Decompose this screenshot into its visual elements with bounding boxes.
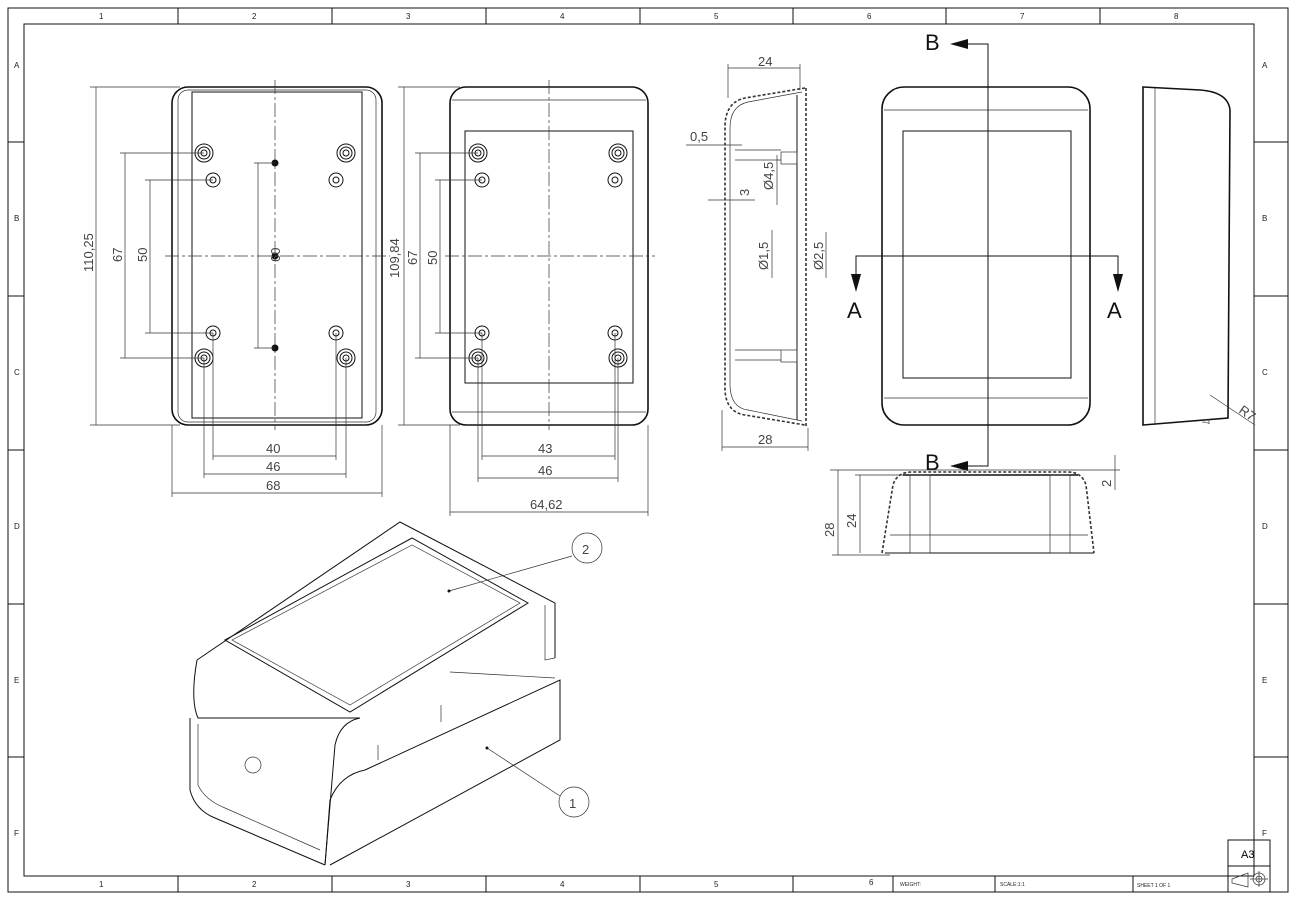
dim-height: 109,84 <box>387 238 402 278</box>
dim-67: 67 <box>110 248 125 262</box>
zone-column-label: 1 <box>99 880 104 889</box>
balloon-1: 1 <box>569 796 576 811</box>
zone-column-label: 2 <box>252 880 257 889</box>
dim-24: 24 <box>758 54 772 69</box>
zone-column-label: 3 <box>406 12 411 21</box>
mount-hole <box>328 172 344 188</box>
dim-67: 67 <box>405 251 420 265</box>
dim-28: 28 <box>822 523 837 537</box>
zone-row-label: A <box>14 61 20 70</box>
dim-60: 60 <box>268 248 283 262</box>
zone-column-label: 7 <box>1020 12 1025 21</box>
mount-hole <box>607 172 623 188</box>
zone-row-label: F <box>14 829 19 838</box>
zone-row-label: E <box>14 676 19 685</box>
front-view: B B A A <box>847 30 1123 475</box>
sheet-label: SHEET 1 OF 1 <box>1137 883 1170 889</box>
side-view: R7 7 <box>1142 86 1259 427</box>
zone-column-label: 6 <box>867 12 872 21</box>
pin <box>271 252 279 260</box>
dim-28: 28 <box>758 432 772 447</box>
dim-pin-dia: Ø1,5 <box>756 242 771 270</box>
dim-height: 110,25 <box>81 233 96 272</box>
dim-hole-dia: Ø2,5 <box>811 242 826 270</box>
section-a-label-right: A <box>1107 298 1122 323</box>
zone-row-label: D <box>1262 522 1268 531</box>
dim-43: 43 <box>538 441 552 456</box>
zone-column-label: 2 <box>252 12 257 21</box>
zone-column-label: 3 <box>406 880 411 889</box>
screw-boss <box>608 143 628 163</box>
zone-column-label: 5 <box>714 880 719 889</box>
dim-68: 68 <box>266 478 280 493</box>
zone-column-label: 4 <box>560 880 565 889</box>
dim-offset: 3 <box>737 189 752 196</box>
dim-boss-dia: Ø4,5 <box>761 162 776 190</box>
dim-24: 24 <box>844 514 859 528</box>
zone-column-label: 5 <box>714 12 719 21</box>
title-block: 6 WEIGHT: SCALE:1:1 SHEET 1 OF 1 A3 <box>869 839 1271 893</box>
title-zone-label: 6 <box>869 878 874 887</box>
zone-row-label: C <box>14 368 20 377</box>
section-a-label-left: A <box>847 298 862 323</box>
zone-row-label: C <box>1262 368 1268 377</box>
dimensions: 110,25 67 50 60 40 46 68 <box>81 86 383 497</box>
dim-40: 40 <box>266 441 280 456</box>
dim-50: 50 <box>135 248 150 262</box>
scale-label: SCALE:1:1 <box>1000 882 1025 888</box>
zone-row-label: B <box>14 214 19 223</box>
zone-row-label: A <box>1262 61 1268 70</box>
dim-46: 46 <box>266 459 280 474</box>
zone-column-label: 4 <box>560 12 565 21</box>
dim-50: 50 <box>425 251 440 265</box>
section-b-view: 24 28 0,5 3 Ø4,5 Ø1,5 Ø2,5 <box>686 54 827 451</box>
section-a-view: 28 24 2 <box>822 455 1120 556</box>
dimensions: 109,84 67 50 43 46 64,62 <box>387 86 649 516</box>
screw-boss <box>336 143 356 163</box>
zone-row-label: F <box>1262 829 1267 838</box>
zone-row-label: D <box>14 522 20 531</box>
dim-wall: 0,5 <box>690 129 708 144</box>
dim-46: 46 <box>538 463 552 478</box>
zone-column-label: 8 <box>1174 12 1179 21</box>
dim-radius: R7 <box>1236 402 1258 424</box>
sheet-size: A3 <box>1241 849 1254 861</box>
dim-2: 2 <box>1099 480 1114 487</box>
top-inner-view: 109,84 67 50 43 46 64,62 <box>387 80 655 516</box>
zone-row-label: E <box>1262 676 1267 685</box>
zone-row-label: B <box>1262 214 1267 223</box>
section-b-label-top: B <box>925 30 940 55</box>
zone-column-label: 1 <box>99 12 104 21</box>
weight-label: WEIGHT: <box>900 882 921 888</box>
isometric-assembly: 2 1 <box>189 521 603 866</box>
dim-64-62: 64,62 <box>530 497 563 512</box>
bottom-view: 110,25 67 50 60 40 46 68 <box>81 80 390 497</box>
dim-angle: 7 <box>1199 419 1211 427</box>
section-b-label-bottom: B <box>925 450 940 475</box>
balloon-2: 2 <box>582 542 589 557</box>
projection-symbol-icon <box>1231 871 1268 888</box>
